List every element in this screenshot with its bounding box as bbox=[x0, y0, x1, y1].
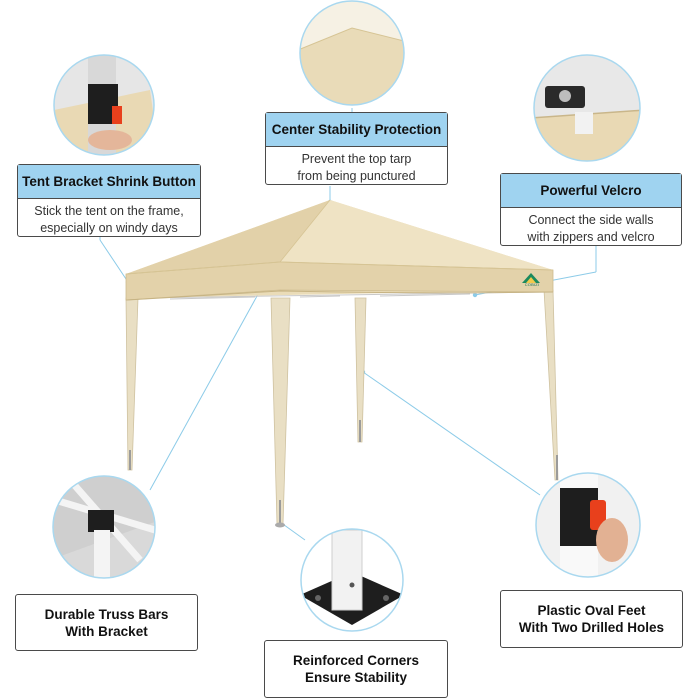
detail-truss-bars bbox=[52, 475, 156, 579]
callout-line: Plastic Oval Feet bbox=[537, 603, 646, 618]
callout-line: Durable Truss Bars bbox=[44, 606, 169, 622]
brand-logo-text: COBIZI bbox=[524, 282, 540, 287]
callout-line: from being punctured bbox=[297, 169, 416, 183]
callout-description: Prevent the top tarp from being puncture… bbox=[266, 147, 447, 185]
callout-line: With Bracket bbox=[65, 623, 148, 639]
detail-oval-feet bbox=[535, 472, 641, 578]
callout-velcro: Powerful Velcro Connect the side walls w… bbox=[500, 173, 682, 246]
callout-line: with zippers and velcro bbox=[527, 230, 655, 244]
callout-line: Connect the side walls bbox=[528, 213, 654, 227]
callout-line: Prevent the top tarp bbox=[301, 152, 412, 166]
callout-description: Connect the side walls with zippers and … bbox=[501, 208, 681, 246]
detail-center-top bbox=[299, 0, 405, 106]
brand-logo-icon bbox=[522, 273, 540, 283]
callout-title: Center Stability Protection bbox=[266, 113, 447, 147]
callout-center-stability: Center Stability Protection Prevent the … bbox=[265, 112, 448, 185]
callout-description: Stick the tent on the frame, especially … bbox=[18, 199, 200, 237]
callout-truss-bars: Durable Truss Bars With Bracket bbox=[15, 594, 198, 651]
detail-reinforced-corners bbox=[300, 528, 404, 632]
detail-shrink-button bbox=[53, 54, 155, 156]
callout-title: Powerful Velcro bbox=[501, 174, 681, 208]
callout-line: Ensure Stability bbox=[304, 670, 408, 685]
tent-frame bbox=[125, 289, 559, 528]
callout-oval-feet: Plastic Oval Feet With Two Drilled Holes bbox=[500, 590, 683, 648]
callout-line: Reinforced Corners bbox=[292, 653, 420, 668]
callout-reinforced-corners: Reinforced Corners Ensure Stability bbox=[264, 640, 448, 698]
callout-title: Tent Bracket Shrink Button bbox=[18, 165, 200, 199]
detail-velcro bbox=[533, 54, 641, 162]
callout-shrink-button: Tent Bracket Shrink Button Stick the ten… bbox=[17, 164, 201, 237]
callout-line: especially on windy days bbox=[40, 221, 178, 235]
callout-line: Stick the tent on the frame, bbox=[34, 204, 184, 218]
callout-line: With Two Drilled Holes bbox=[518, 620, 665, 635]
tent-canopy bbox=[125, 199, 554, 301]
